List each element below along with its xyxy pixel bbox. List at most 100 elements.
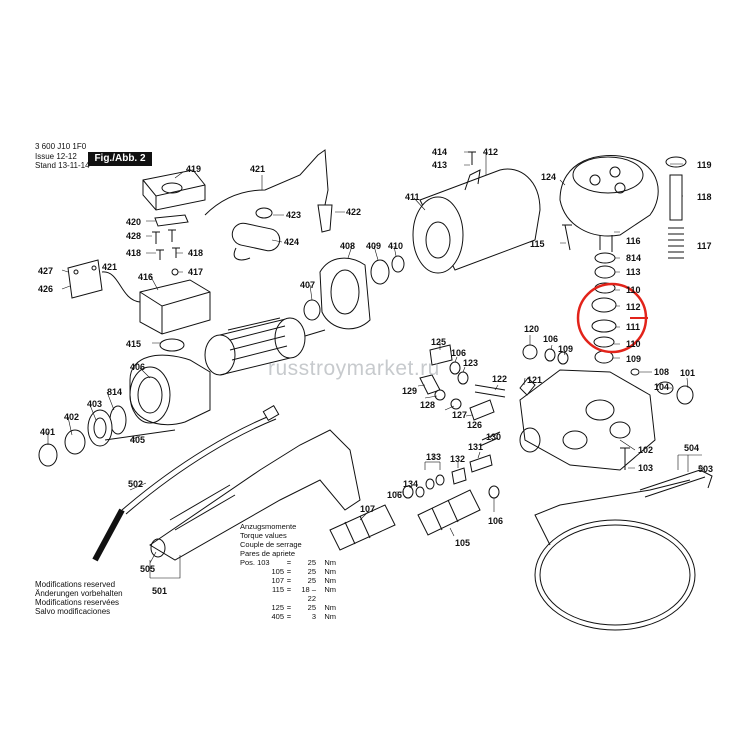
watermark: russtroymarket.ru	[268, 357, 440, 380]
part-label-402: 402	[64, 412, 79, 422]
part-label-502: 502	[128, 479, 143, 489]
part-label-418a: 418	[126, 248, 141, 258]
part-label-115: 115	[530, 239, 545, 249]
part-label-106a: 106	[543, 334, 558, 344]
switch-box-part	[139, 279, 211, 335]
fitting-105-part	[417, 489, 481, 536]
part-label-125: 125	[431, 337, 446, 347]
part-label-409: 409	[366, 241, 381, 251]
part-label-501: 501	[152, 586, 167, 596]
part-label-122: 122	[492, 374, 507, 384]
torque-title-en: Torque values	[240, 531, 287, 540]
part-label-416: 416	[138, 272, 153, 282]
part-label-126: 126	[467, 420, 482, 430]
part-label-424: 424	[284, 237, 299, 247]
pump-body-part	[519, 369, 656, 471]
torque-title-es: Pares de apriete	[240, 549, 296, 558]
part-label-119: 119	[697, 160, 712, 170]
end-shield-part	[319, 257, 371, 330]
part-label-101: 101	[680, 368, 695, 378]
modifications-fr: Modifications reservées	[35, 598, 120, 607]
part-label-106d: 106	[488, 516, 503, 526]
part-label-112: 112	[626, 302, 641, 312]
spray-gun-part	[149, 429, 361, 561]
part-label-814b: 814	[626, 253, 641, 263]
document-number: 3 600 J10 1F0	[35, 142, 87, 151]
part-label-105: 105	[455, 538, 470, 548]
part-label-130: 130	[486, 432, 501, 442]
part-label-120: 120	[524, 324, 539, 334]
part-label-417: 417	[188, 267, 203, 277]
modifications-de: Änderungen vorbehalten	[35, 589, 123, 598]
part-label-405: 405	[130, 435, 145, 445]
modifications-note: Modifications reserved Änderungen vorbeh…	[35, 580, 123, 616]
front-housing-part	[129, 354, 211, 426]
part-label-426: 426	[38, 284, 53, 294]
part-label-128: 128	[420, 400, 435, 410]
switch-cover-part	[142, 169, 206, 211]
part-label-116: 116	[626, 236, 641, 246]
leader-lines	[47, 151, 706, 579]
part-label-814a: 814	[107, 387, 122, 397]
modifications-es: Salvo modificaciones	[35, 607, 111, 616]
part-label-407: 407	[300, 280, 315, 290]
part-number-labels: 419 421 422 423 424 420 428 418 418 417 …	[38, 147, 713, 596]
part-label-421b: 421	[102, 262, 117, 272]
part-label-503: 503	[698, 464, 713, 474]
part-label-428: 428	[126, 231, 141, 241]
part-label-110a: 110	[626, 285, 641, 295]
part-label-406: 406	[130, 362, 145, 372]
stand-date: Stand 13-11-14	[35, 161, 90, 170]
part-label-412: 412	[483, 147, 498, 157]
part-label-410: 410	[388, 241, 403, 251]
part-label-413: 413	[432, 160, 447, 170]
capacitor-part	[231, 222, 281, 261]
torque-title-de: Anzugsmomente	[240, 522, 297, 531]
bracket-part	[154, 214, 189, 227]
part-label-103: 103	[638, 463, 653, 473]
part-label-109: 109	[626, 354, 641, 364]
part-label-132: 132	[450, 454, 465, 464]
torque-title-fr: Couple de serrage	[240, 540, 302, 549]
part-label-104: 104	[654, 382, 669, 392]
part-label-110b: 110	[626, 339, 641, 349]
part-label-133: 133	[426, 452, 441, 462]
part-label-108: 108	[654, 367, 669, 377]
part-label-106c: 106	[387, 490, 402, 500]
part-label-505: 505	[140, 564, 155, 574]
part-label-123: 123	[463, 358, 478, 368]
part-label-414: 414	[432, 147, 447, 157]
power-cable-part	[204, 149, 329, 216]
rotor-part	[204, 317, 326, 376]
modifications-en: Modifications reserved	[35, 580, 116, 589]
control-module-part	[67, 259, 141, 303]
part-label-113: 113	[626, 267, 641, 277]
part-label-106b: 106	[451, 348, 466, 358]
part-label-129: 129	[402, 386, 417, 396]
plug-part	[317, 204, 333, 233]
part-label-427: 427	[38, 266, 53, 276]
torque-table: Anzugsmomente Torque values Couple de se…	[240, 522, 336, 621]
part-label-504: 504	[684, 443, 699, 453]
screws-part	[152, 229, 180, 260]
part-label-111: 111	[626, 322, 640, 332]
spray-lance-part	[92, 404, 280, 562]
part-label-117: 117	[697, 241, 712, 251]
part-label-421: 421	[250, 164, 265, 174]
part-label-109b: 109	[558, 344, 573, 354]
part-label-411: 411	[405, 192, 420, 202]
part-label-403: 403	[87, 399, 102, 409]
part-label-121: 121	[527, 375, 542, 385]
seal-stack-part	[591, 252, 617, 364]
part-label-420: 420	[126, 217, 141, 227]
part-label-408: 408	[340, 241, 355, 251]
part-label-127: 127	[452, 410, 467, 420]
part-label-415: 415	[126, 339, 141, 349]
part-label-401: 401	[40, 427, 55, 437]
issue-date: Issue 12-12	[35, 152, 77, 161]
high-pressure-hose-part	[534, 469, 713, 631]
part-label-422: 422	[346, 207, 361, 217]
